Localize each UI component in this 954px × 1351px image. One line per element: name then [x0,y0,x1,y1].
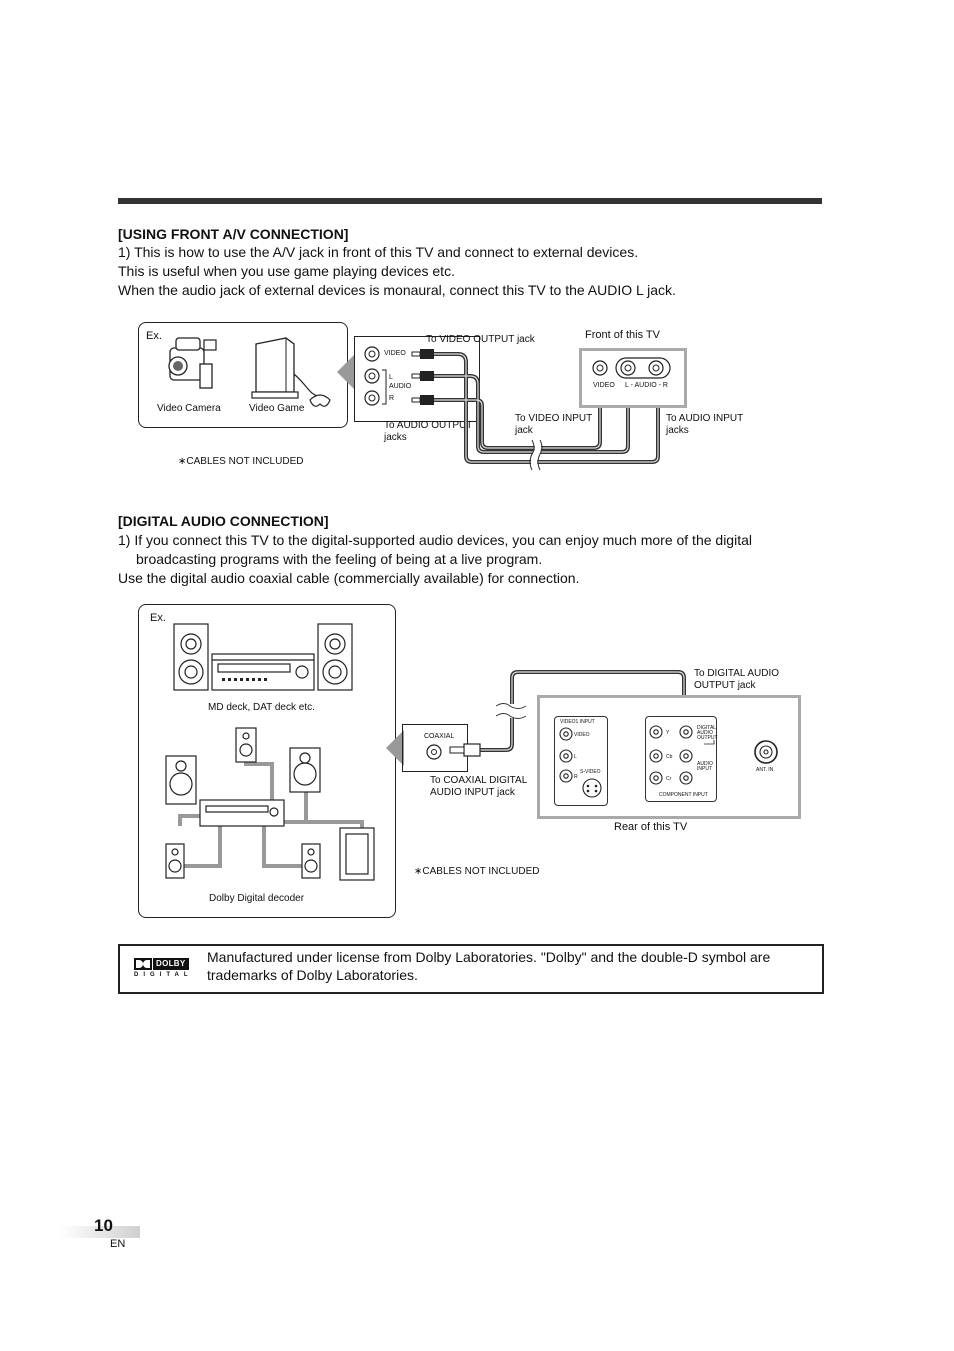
panel-cb-label: Cb [666,754,673,760]
double-d-icon [134,958,152,970]
dolby-notice-text: Manufactured under license from Dolby La… [207,949,771,983]
to-digital-output-label-2: OUTPUT jack [694,680,756,691]
jack-audio-label: AUDIO [389,383,412,390]
pointer-arrow-icon-2 [386,730,404,766]
tv-video-label: VIDEO [593,382,615,389]
device-jacks-icon [364,346,387,406]
page-number-bar [60,1226,140,1238]
jack-r-label: R [389,395,395,402]
panel-component-label: COMPONENT INPUT [659,792,708,798]
panel-y-label: Y [666,730,670,736]
video-game-icon [251,337,331,407]
video-game-label: Video Game [249,403,305,414]
jack-l-label: L [389,374,393,381]
md-deck-label: MD deck, DAT deck etc. [208,702,315,713]
dolby-digital-logo: DOLBY DIGITAL [134,958,190,980]
panel-ant-label: ANT. IN [756,767,774,773]
dolby-notice-box [118,944,824,994]
coaxial-jack-icon [426,744,442,760]
panel-r-label: R [574,774,578,780]
front-of-tv-label: Front of this TV [585,329,660,341]
section2-line3: Use the digital audio coaxial cable (com… [118,570,580,586]
cables-note-2-text: CABLES NOT INCLUDED [422,866,540,877]
cables-note-2: ∗CABLES NOT INCLUDED [414,866,539,878]
dolby-decoder-label: Dolby Digital decoder [209,893,305,904]
coaxial-label: COAXIAL [424,733,455,740]
cables-note-1-text: CABLES NOT INCLUDED [186,456,304,467]
section1-line3: When the audio jack of external devices … [118,282,676,298]
component-input-group [645,716,717,802]
tv-audio-label: L - AUDIO - R [625,382,668,389]
to-audio-output-label-2: jacks [384,432,407,443]
section-title-front-av: [USING FRONT A/V CONNECTION] [118,226,349,242]
page-number: 10 [94,1216,113,1235]
asterisk-icon: ∗ [178,456,187,467]
to-coaxial-label-1: To COAXIAL DIGITAL [430,775,528,786]
to-audio-input-label-1: To AUDIO INPUT [666,413,744,424]
section2-line2: broadcasting programs with the feeling o… [136,551,543,567]
example-label-2: Ex. [150,612,166,624]
to-digital-output-label-1: To DIGITAL AUDIO [694,668,780,679]
panel-cr-label: Cr [666,776,672,782]
video1-input-group [554,716,608,806]
asterisk-icon: ∗ [414,866,423,877]
section1-body: 1) This is how to use the A/V jack in fr… [118,243,676,300]
dolby-logo-bottom: DIGITAL [134,972,193,978]
panel-svideo-label: S-VIDEO [580,769,601,775]
to-audio-output-label-1: To AUDIO OUTPUT [384,420,473,431]
section-title-digital-audio: [DIGITAL AUDIO CONNECTION] [118,513,329,529]
tv-rear-jacks-icon [559,725,778,798]
dolby-logo-top: DOLBY [153,958,189,970]
panel-video1-label: VIDEO1 INPUT [560,719,595,725]
tv-front-jacks-icon [592,357,671,379]
panel-audio-input-label: AUDIO INPUT [697,761,713,772]
pointer-arrow-icon [337,354,355,390]
jack-video-label: VIDEO [384,350,406,357]
section2-body: 1) If you connect this TV to the digital… [118,531,752,588]
to-video-input-label-2: jack [515,425,533,436]
to-audio-input-label-2: jacks [666,425,689,436]
to-video-output-label: To VIDEO OUTPUT jack [426,334,535,345]
section1-line1: 1) This is how to use the A/V jack in fr… [118,244,639,260]
to-coaxial-label-2: AUDIO INPUT jack [430,787,515,798]
panel-digital-label: DIGITAL AUDIO OUTPUT [697,725,718,741]
device-jack-panel [354,336,480,422]
section2-line1: 1) If you connect this TV to the digital… [118,532,752,548]
cables-note-1: ∗CABLES NOT INCLUDED [178,456,303,468]
video-camera-icon [168,337,217,389]
dolby-decoder-system-icon [165,727,375,881]
page-language: EN [110,1238,126,1250]
md-deck-system-icon [173,623,353,691]
header-rule [118,198,822,204]
rear-of-tv-label: Rear of this TV [614,821,688,833]
section1-line2: This is useful when you use game playing… [118,263,455,279]
example-label: Ex. [146,330,162,342]
panel-l-label: L [574,754,577,760]
video-camera-label: Video Camera [157,403,221,414]
panel-video-label: VIDEO [574,732,590,738]
to-video-input-label-1: To VIDEO INPUT [515,413,593,424]
